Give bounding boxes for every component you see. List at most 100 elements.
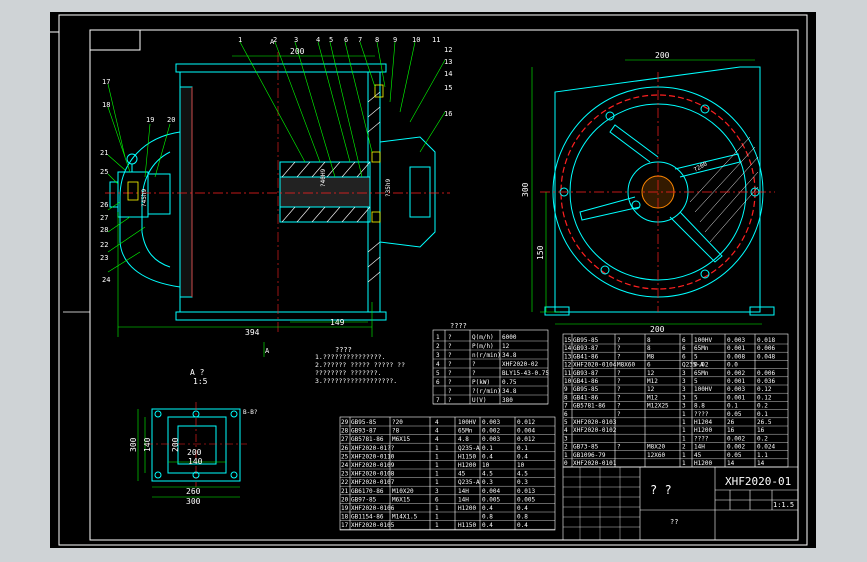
spec-cell: 34.8	[502, 352, 517, 359]
bom-left-cell: M14X1.5	[392, 514, 418, 521]
bom-right-cell: 1.1	[757, 452, 768, 459]
bom-right-cell: 3	[682, 394, 686, 401]
bom-left-cell: GB93-87	[351, 428, 377, 435]
bom-right-cell: 5	[564, 419, 568, 426]
end-view	[531, 59, 775, 325]
bom-left-cell: 23	[341, 471, 349, 478]
bom-right-cell: 0.003	[727, 337, 745, 344]
bom-left-cell: 65Mn	[458, 428, 473, 435]
bom-right-cell: 0.1	[757, 411, 768, 418]
bom-right-cell: 1	[682, 419, 686, 426]
bom-right-cell: 100HV	[694, 337, 712, 344]
bom-right-cell: 7	[564, 403, 568, 410]
spec-cell: ?	[472, 370, 476, 377]
bom-left-cell: 28	[341, 428, 349, 435]
bom-left-cell: 0.8	[517, 514, 528, 521]
bom-right-cell: ?	[617, 378, 621, 385]
bom-left-cell: 0.3	[517, 479, 528, 486]
bom-left-cell: 0.1	[482, 445, 493, 452]
bom-left-cell: 4.5	[482, 471, 493, 478]
bom-left-cell: GB1154-86	[351, 514, 384, 521]
bom-left-cell: H1150	[458, 522, 476, 529]
view-marker-a: A	[265, 347, 270, 355]
bom-right-cell: 0.006	[757, 345, 775, 352]
bom-right-cell: 14	[564, 345, 572, 352]
bom-left-cell: 0.004	[517, 428, 535, 435]
bom-right-cell: GB5781-86	[573, 403, 606, 410]
bom-right-cell: 2	[682, 444, 686, 451]
bom-left-cell: 1	[435, 522, 439, 529]
dim-top-front: 200	[290, 47, 305, 56]
spec-cell: 7	[436, 397, 440, 404]
bom-right-cell: 11	[564, 370, 572, 377]
bom-right-cell: ?	[617, 386, 621, 393]
spec-cell: BLY15-43-0.75	[502, 370, 549, 377]
bom-left-cell: XHF2020-0108	[351, 471, 395, 478]
spec-cell: P(kW)	[472, 379, 490, 386]
bom-right-cell: 3	[682, 386, 686, 393]
bom-right-cell: 5	[694, 378, 698, 385]
leaders-top	[239, 41, 446, 178]
adim-w1: 200	[187, 448, 202, 457]
drawing-number: XHF2020-01	[725, 475, 791, 488]
bom-left-cell: XHF2020-0107	[351, 479, 395, 486]
bom-right-cell: M8X20	[647, 444, 665, 451]
bom-left-cell: 22	[341, 479, 349, 486]
note-2: 2.?????? ????? ????? ??	[315, 361, 405, 369]
callout-label: 23	[100, 254, 108, 262]
bom-left-cell: 21	[341, 488, 349, 495]
bom-left-cell: 4.5	[517, 471, 528, 478]
bom-left-cell: ?8	[392, 428, 400, 435]
callout-label: 19	[146, 116, 154, 124]
callout-label: 15	[444, 84, 452, 92]
bom-left-cell: 45	[458, 471, 466, 478]
dim-boss: ?40H9	[320, 169, 327, 187]
callout-label: 24	[102, 276, 110, 284]
bom-left-cell: M6X15	[392, 496, 410, 503]
spec-table-grid	[432, 329, 549, 405]
spec-cell: ?	[448, 379, 452, 386]
spec-cell: 6	[436, 379, 440, 386]
adim-h1: 200	[171, 437, 180, 452]
bom-right-cell: 13	[564, 353, 572, 360]
spec-cell: P(m/h)	[472, 343, 494, 350]
bom-left-cell: 0.012	[517, 436, 535, 443]
spec-cell: Q(m/h)	[472, 334, 494, 341]
spec-cell: 3	[436, 352, 440, 359]
bom-right-cell: 0.036	[757, 378, 775, 385]
bom-right-cell: ?	[617, 353, 621, 360]
gearbox	[379, 136, 436, 248]
bom-left-cell: 24	[341, 462, 349, 469]
spokes	[579, 124, 741, 263]
bom-left-cell: M10X20	[392, 488, 414, 495]
bom-right-cell: ?	[617, 337, 621, 344]
bom-right-cell: XHF2020-0101	[573, 460, 617, 467]
bom-right-cell: 0.0	[727, 362, 738, 369]
callout-label: 28	[100, 226, 108, 234]
spec-cell: 0.75	[502, 379, 517, 386]
spec-cell: ?	[448, 334, 452, 341]
spec-cell: 5	[436, 370, 440, 377]
bom-right-cell: 3	[682, 370, 686, 377]
bom-right-cell: 8.8	[694, 403, 705, 410]
dim-bottom-end: 200	[650, 325, 665, 334]
bom-right-cell: XHF2020-0103	[573, 419, 617, 426]
bom-right-cell: H1204	[694, 419, 712, 426]
bom-right-cell: H1200	[694, 427, 712, 434]
bom-left-cell: Q235-A	[458, 479, 480, 486]
bom-right-cell: 14	[757, 460, 765, 467]
bom-right-cell: M12X25	[647, 403, 669, 410]
a-view-label: A ?	[190, 368, 205, 377]
bom-left-cell: H1200	[458, 462, 476, 469]
spec-cell: 1	[436, 334, 440, 341]
callout-label: 1	[238, 36, 242, 44]
bom-left-cell: H1150	[458, 453, 476, 460]
bom-right-cell: 12	[564, 362, 572, 369]
bom-right-cell: 0.048	[757, 353, 775, 360]
bom-left-cell: 26	[341, 445, 349, 452]
callout-label: 20	[167, 116, 175, 124]
bom-left-cell: 4	[435, 419, 439, 426]
a-view-scale: 1:5	[193, 377, 208, 386]
bom-right-cell: 12X60	[647, 452, 665, 459]
bom-left-cell: 0.4	[482, 522, 493, 529]
